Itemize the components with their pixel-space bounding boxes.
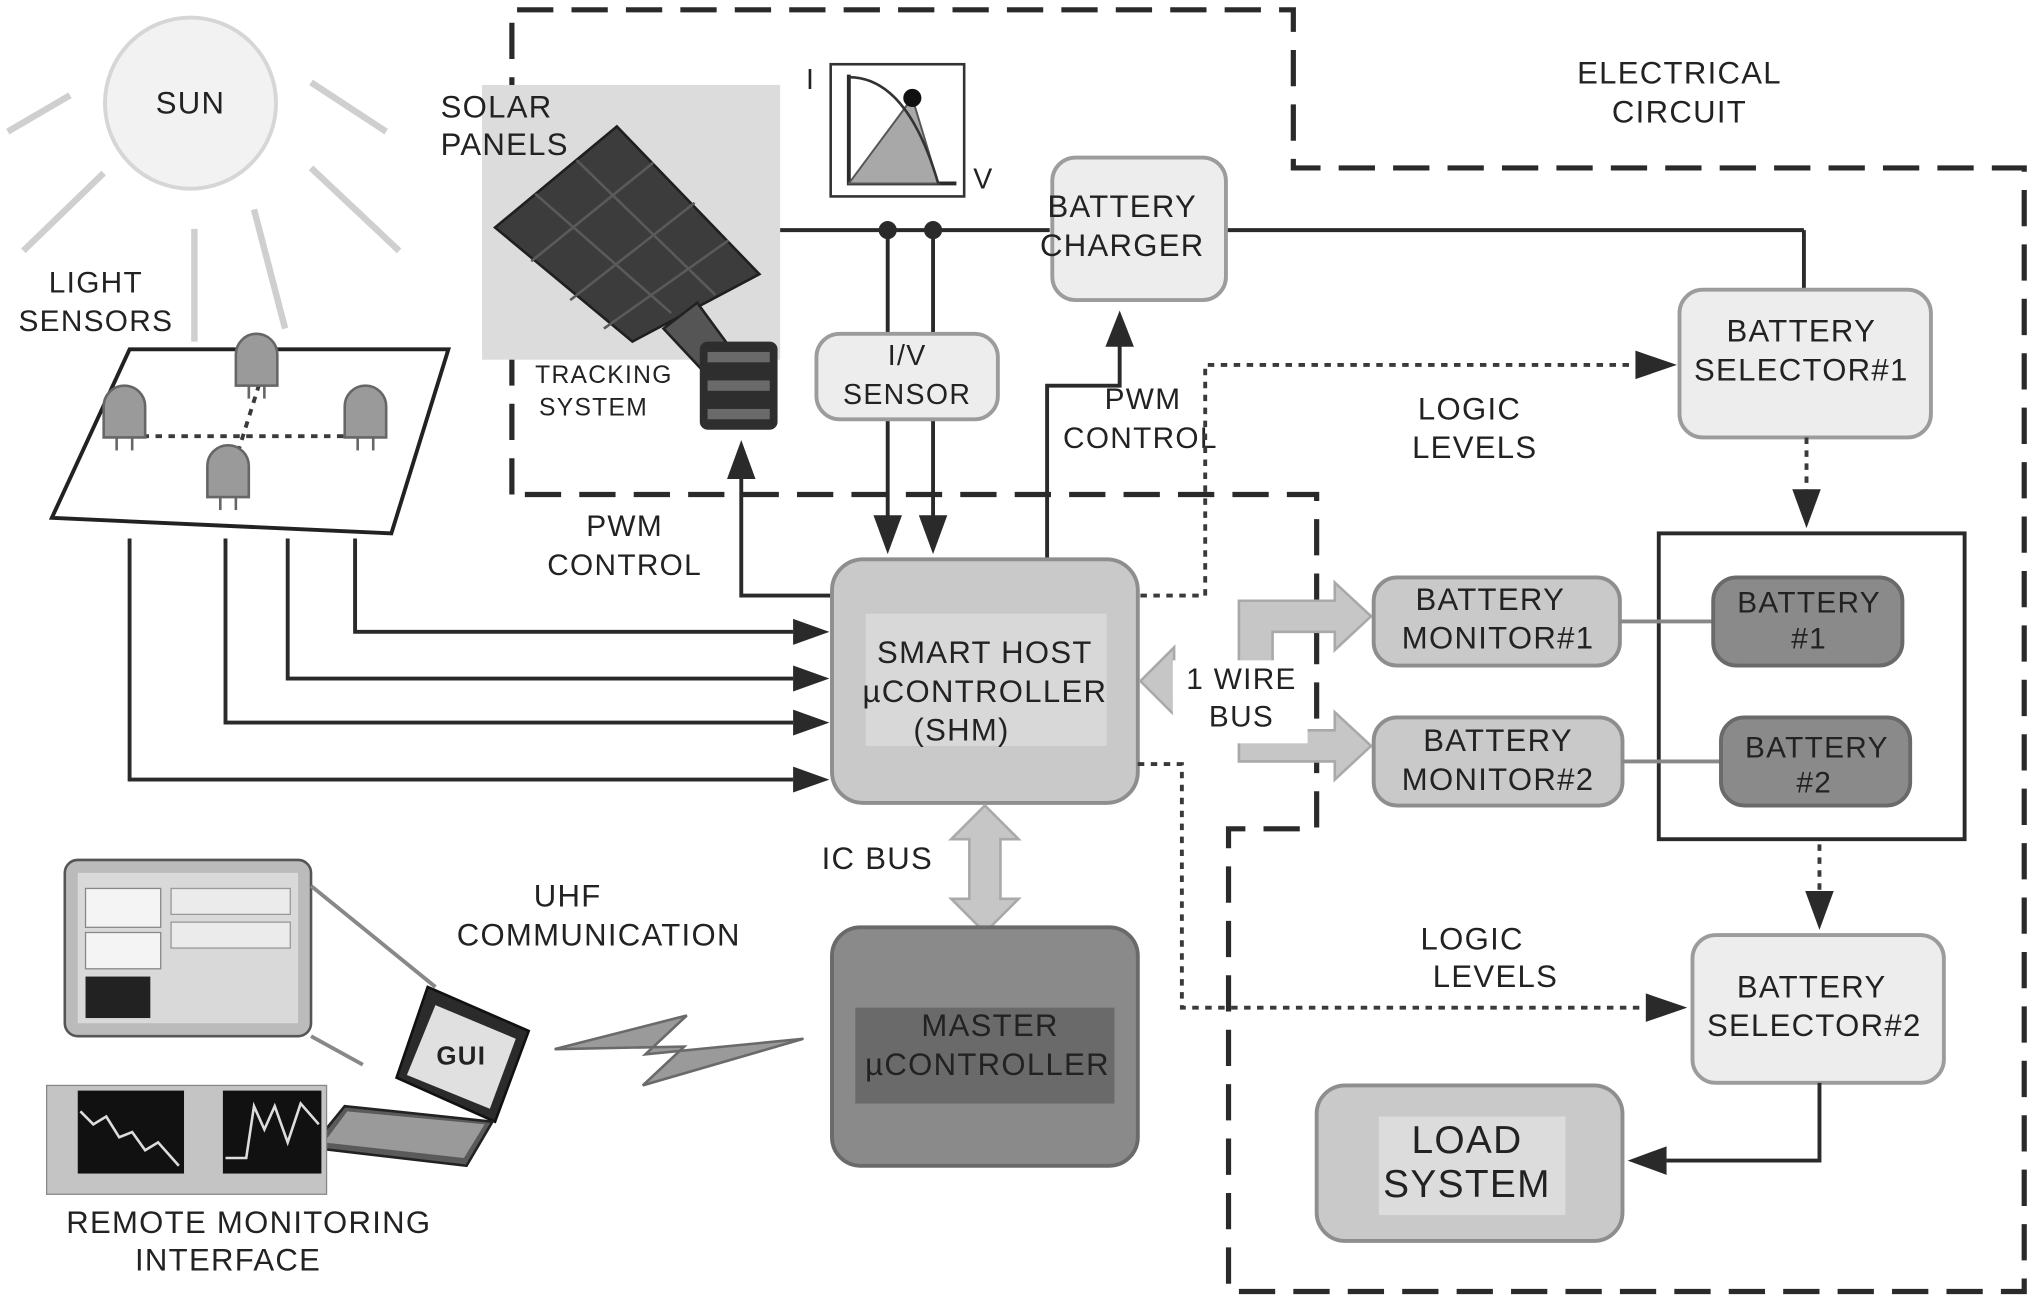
uhf-label-1: UHF bbox=[534, 879, 602, 914]
solar-panel-icon bbox=[493, 124, 762, 344]
one-wire-bus-label-1: 1 WIRE bbox=[1186, 663, 1296, 696]
load-system-block: LOAD SYSTEM bbox=[1314, 1083, 1625, 1243]
battery-monitor-2-block: BATTERY MONITOR#2 bbox=[1371, 715, 1625, 808]
gui-screenshot-icon bbox=[63, 858, 313, 1038]
pwm-control-left-label-1: PWM bbox=[586, 510, 663, 543]
iv-axis-v-label: V bbox=[973, 164, 993, 196]
ic-bus-label: IC BUS bbox=[822, 841, 933, 876]
iv-sensor-label-1: I/V bbox=[888, 340, 927, 372]
iv-sensor-block: I/V SENSOR bbox=[814, 331, 1000, 422]
load-system-label-1: LOAD bbox=[1411, 1119, 1522, 1162]
remote-monitoring-label-1: REMOTE MONITORING bbox=[66, 1205, 431, 1240]
battery-monitor-1-block: BATTERY MONITOR#1 bbox=[1371, 575, 1622, 668]
solar-region-border bbox=[509, 7, 2027, 1295]
logic-levels-bottom-label-1: LOGIC bbox=[1421, 921, 1524, 956]
tracking-system-label-1: TRACKING bbox=[535, 362, 673, 389]
remote-monitoring-label-2: INTERFACE bbox=[135, 1243, 321, 1278]
pwm-control-top-label-2: CONTROL bbox=[1063, 422, 1218, 455]
shm-label-2: µCONTROLLER bbox=[863, 674, 1108, 709]
shm-label-1: SMART HOST bbox=[877, 635, 1093, 670]
pwm-control-left-label-2: CONTROL bbox=[547, 549, 702, 582]
tracking-system-label-2: SYSTEM bbox=[539, 394, 648, 421]
uhf-lightning-icon bbox=[554, 1014, 804, 1087]
battery-2-label-2: #2 bbox=[1796, 767, 1832, 800]
smart-host-controller-block: SMART HOST µCONTROLLER (SHM) bbox=[830, 557, 1140, 805]
battery-charger-label-2: CHARGER bbox=[1040, 228, 1205, 263]
master-controller-block: MASTER µCONTROLLER bbox=[830, 925, 1140, 1168]
solar-panels-label-1: SOLAR bbox=[441, 89, 553, 124]
one-wire-bus-label-2: BUS bbox=[1209, 700, 1274, 733]
battery-monitor-2-label-2: MONITOR#2 bbox=[1402, 762, 1595, 797]
battery-2-label-1: BATTERY bbox=[1745, 732, 1889, 765]
battery-selector-2-label-1: BATTERY bbox=[1737, 969, 1887, 1004]
tracking-servo-icon bbox=[661, 300, 778, 430]
battery-charger-label-1: BATTERY bbox=[1047, 189, 1197, 224]
battery-monitor-1-label-1: BATTERY bbox=[1416, 582, 1566, 617]
load-system-label-2: SYSTEM bbox=[1383, 1163, 1551, 1206]
iv-axis-i-label: I bbox=[806, 64, 815, 96]
battery-selector-2-label-2: SELECTOR#2 bbox=[1707, 1008, 1922, 1043]
gui-label: GUI bbox=[436, 1043, 486, 1071]
master-label-1: MASTER bbox=[921, 1008, 1058, 1043]
battery-monitor-1-label-2: MONITOR#1 bbox=[1402, 621, 1595, 656]
iv-curve-plot bbox=[829, 62, 966, 198]
sun-label: SUN bbox=[156, 85, 226, 120]
light-sensors-label-1: LIGHT bbox=[49, 266, 143, 299]
battery-2-block: BATTERY #2 bbox=[1719, 715, 1913, 808]
battery-selector-1-label-1: BATTERY bbox=[1727, 314, 1877, 349]
battery-1-block: BATTERY #1 bbox=[1711, 575, 1905, 668]
electrical-circuit-label-1: ELECTRICAL bbox=[1577, 56, 1782, 91]
battery-charger-block: BATTERY CHARGER bbox=[1040, 155, 1228, 303]
iv-sensor-label-2: SENSOR bbox=[843, 379, 971, 411]
uhf-label-2: COMMUNICATION bbox=[457, 917, 741, 952]
monitoring-plot-icon bbox=[46, 1084, 328, 1195]
light-sensors-label-2: SENSORS bbox=[18, 305, 173, 338]
battery-monitor-2-label-1: BATTERY bbox=[1423, 723, 1573, 758]
battery-enclosure bbox=[1656, 531, 1967, 842]
logic-levels-top-label-1: LOGIC bbox=[1418, 391, 1521, 426]
laptop-icon: GUI bbox=[308, 985, 531, 1168]
battery-selector-1-label-2: SELECTOR#1 bbox=[1694, 352, 1909, 387]
battery-selector-2-block: BATTERY SELECTOR#2 bbox=[1690, 933, 1946, 1085]
ic-bus-arrow bbox=[948, 803, 1022, 935]
master-label-2: µCONTROLLER bbox=[865, 1047, 1110, 1082]
battery-selector-1-block: BATTERY SELECTOR#1 bbox=[1677, 287, 1933, 440]
solar-panels-label-2: PANELS bbox=[441, 127, 569, 162]
light-sensor-icon bbox=[102, 332, 388, 511]
sun: SUN bbox=[6, 15, 402, 342]
battery-1-label-1: BATTERY bbox=[1737, 586, 1881, 619]
logic-levels-top-label-2: LEVELS bbox=[1412, 430, 1537, 465]
electrical-circuit-label-2: CIRCUIT bbox=[1612, 95, 1747, 130]
battery-1-label-2: #1 bbox=[1791, 623, 1827, 656]
pwm-control-top-label-1: PWM bbox=[1105, 383, 1182, 416]
shm-label-3: (SHM) bbox=[913, 713, 1009, 748]
logic-levels-bottom-label-2: LEVELS bbox=[1433, 959, 1558, 994]
